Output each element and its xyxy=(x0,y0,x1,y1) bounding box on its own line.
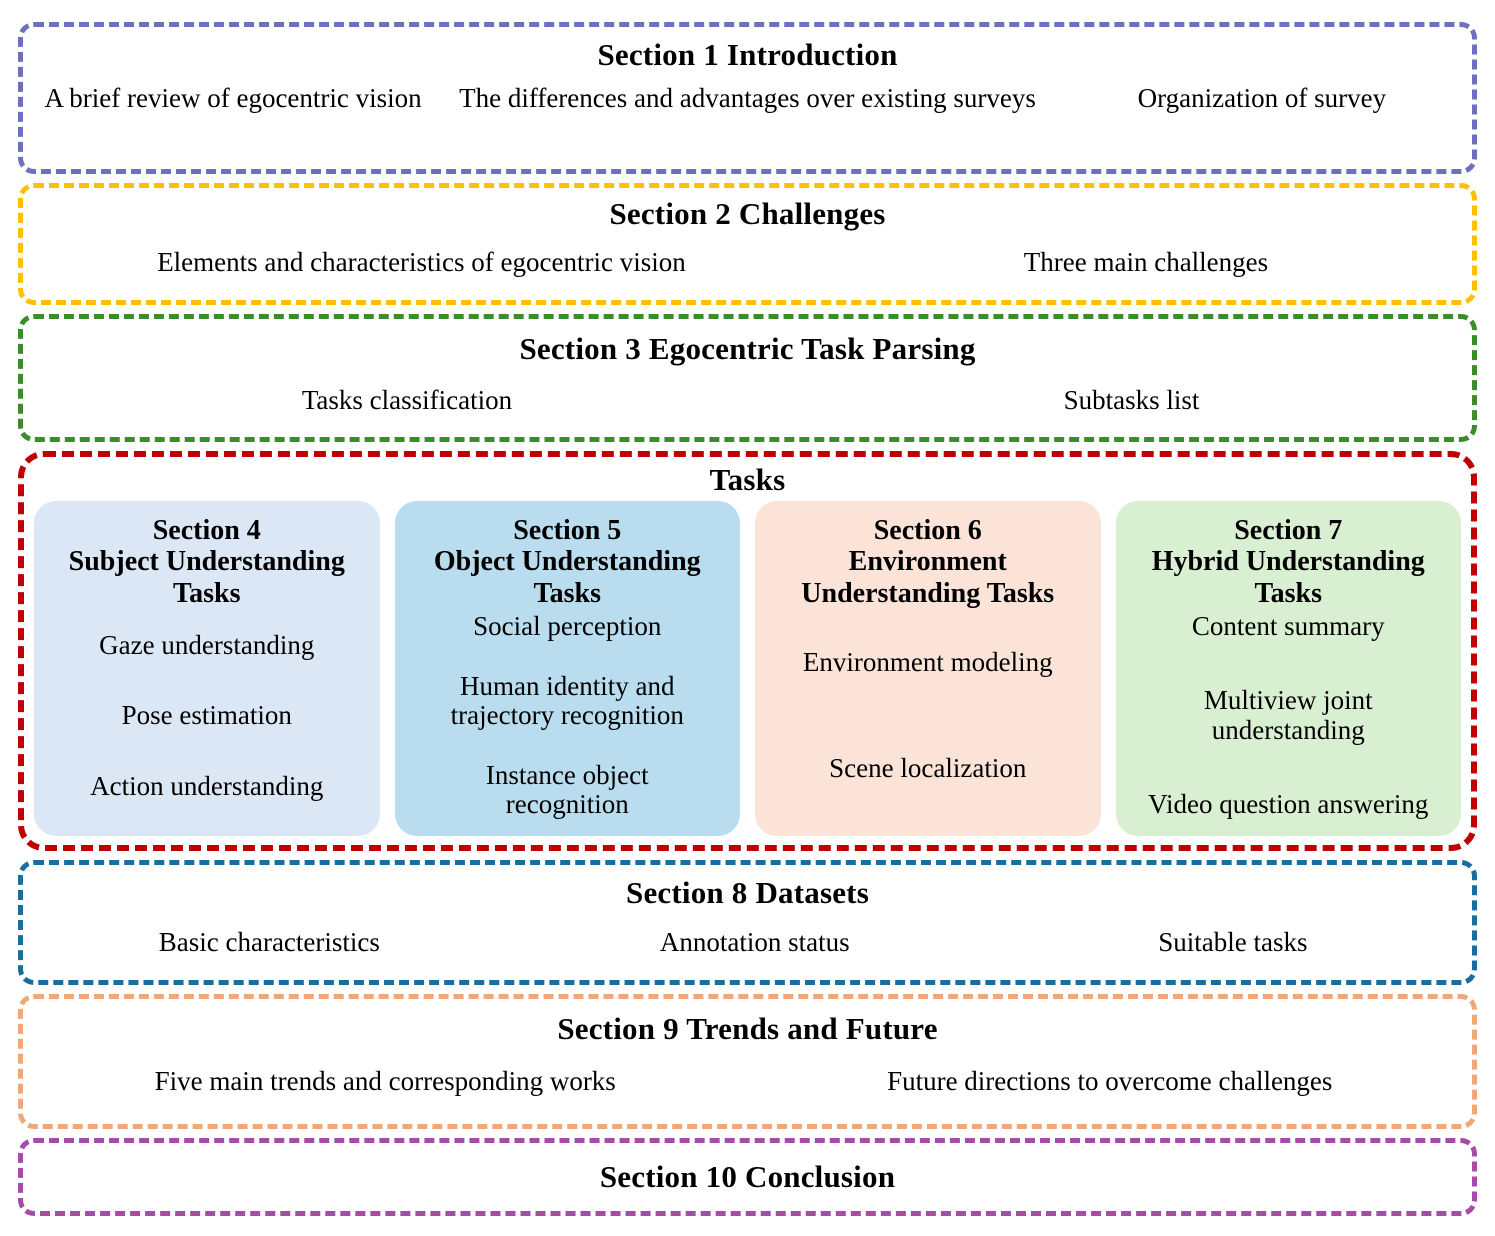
section-10-conclusion-box: Section 10 Conclusion xyxy=(18,1138,1477,1216)
section-3-title: Section 3 Egocentric Task Parsing xyxy=(519,331,976,366)
task-card-4-title: Section 4 Subject Understanding Tasks xyxy=(68,514,345,610)
task-card-6-item-2: Scene localization xyxy=(829,753,1027,784)
task-card-7-item-3: Video question answering xyxy=(1148,789,1429,820)
section-2-items: Elements and characteristics of egocentr… xyxy=(23,247,1472,277)
section-2-item-1: Elements and characteristics of egocentr… xyxy=(157,246,686,277)
task-card-5-title: Section 5 Object Understanding Tasks xyxy=(433,514,701,610)
section-8-datasets-box: Section 8 Datasets Basic characteristics… xyxy=(18,860,1477,985)
section-9-item-2: Future directions to overcome challenges xyxy=(887,1065,1333,1096)
task-card-section-6: Section 6 Environment Understanding Task… xyxy=(755,500,1101,836)
section-1-title: Section 1 Introduction xyxy=(597,37,898,72)
task-card-6-item-1: Environment modeling xyxy=(802,647,1053,678)
section-3-task-parsing-box: Section 3 Egocentric Task Parsing Tasks … xyxy=(18,314,1477,442)
section-3-item-1: Tasks classification xyxy=(301,384,513,415)
task-card-section-7: Section 7 Hybrid Understanding Tasks Con… xyxy=(1115,500,1461,836)
task-card-5-item-1: Social perception xyxy=(473,611,662,642)
task-card-4-item-1: Gaze understanding xyxy=(99,629,315,660)
task-cards: Section 4 Subject Understanding Tasks Ga… xyxy=(34,500,1461,836)
task-card-section-5: Section 5 Object Understanding Tasks Soc… xyxy=(394,500,740,836)
task-card-7-items: Content summary Multiview joint understa… xyxy=(1122,610,1456,826)
task-card-5-items: Social perception Human identity and tra… xyxy=(401,610,735,826)
task-card-section-4: Section 4 Subject Understanding Tasks Ga… xyxy=(34,500,380,836)
task-card-4-item-2: Pose estimation xyxy=(121,700,292,731)
section-9-items: Five main trends and corresponding works… xyxy=(23,1066,1472,1096)
tasks-group-box: Tasks Section 4 Subject Understanding Ta… xyxy=(18,451,1477,851)
task-card-4-item-3: Action understanding xyxy=(90,770,324,801)
task-card-5-item-2: Human identity and trajectory recognitio… xyxy=(450,670,684,731)
task-card-6-items: Environment modeling Scene localization xyxy=(761,610,1095,826)
section-2-challenges-box: Section 2 Challenges Elements and charac… xyxy=(18,183,1477,305)
section-8-item-1: Basic characteristics xyxy=(158,926,380,957)
section-9-trends-box: Section 9 Trends and Future Five main tr… xyxy=(18,994,1477,1129)
section-2-item-2: Three main challenges xyxy=(1023,246,1269,277)
section-1-item-3: Organization of survey xyxy=(1137,82,1387,113)
section-8-items: Basic characteristics Annotation status … xyxy=(23,927,1472,957)
section-9-item-1: Five main trends and corresponding works xyxy=(154,1065,616,1096)
section-8-item-2: Annotation status xyxy=(659,926,850,957)
section-1-item-1: A brief review of egocentric vision xyxy=(44,82,422,113)
section-3-item-2: Subtasks list xyxy=(1063,384,1200,415)
section-1-item-2: The differences and advantages over exis… xyxy=(459,82,1036,113)
task-card-7-title: Section 7 Hybrid Understanding Tasks xyxy=(1151,514,1425,610)
section-9-title: Section 9 Trends and Future xyxy=(557,1011,938,1046)
section-3-items: Tasks classification Subtasks list xyxy=(23,385,1472,415)
task-card-6-title: Section 6 Environment Understanding Task… xyxy=(801,514,1055,610)
section-8-item-3: Suitable tasks xyxy=(1158,926,1308,957)
section-1-items: A brief review of egocentric vision The … xyxy=(23,83,1472,113)
section-10-title: Section 10 Conclusion xyxy=(599,1158,896,1194)
task-card-7-item-2: Multiview joint understanding xyxy=(1203,685,1373,746)
section-8-title: Section 8 Datasets xyxy=(626,875,869,910)
tasks-title: Tasks xyxy=(709,462,786,497)
task-card-4-items: Gaze understanding Pose estimation Actio… xyxy=(40,610,374,826)
task-card-7-item-1: Content summary xyxy=(1191,611,1385,642)
task-card-5-item-3: Instance object recognition xyxy=(485,759,649,820)
section-2-title: Section 2 Challenges xyxy=(609,196,886,231)
section-1-introduction-box: Section 1 Introduction A brief review of… xyxy=(18,22,1477,174)
